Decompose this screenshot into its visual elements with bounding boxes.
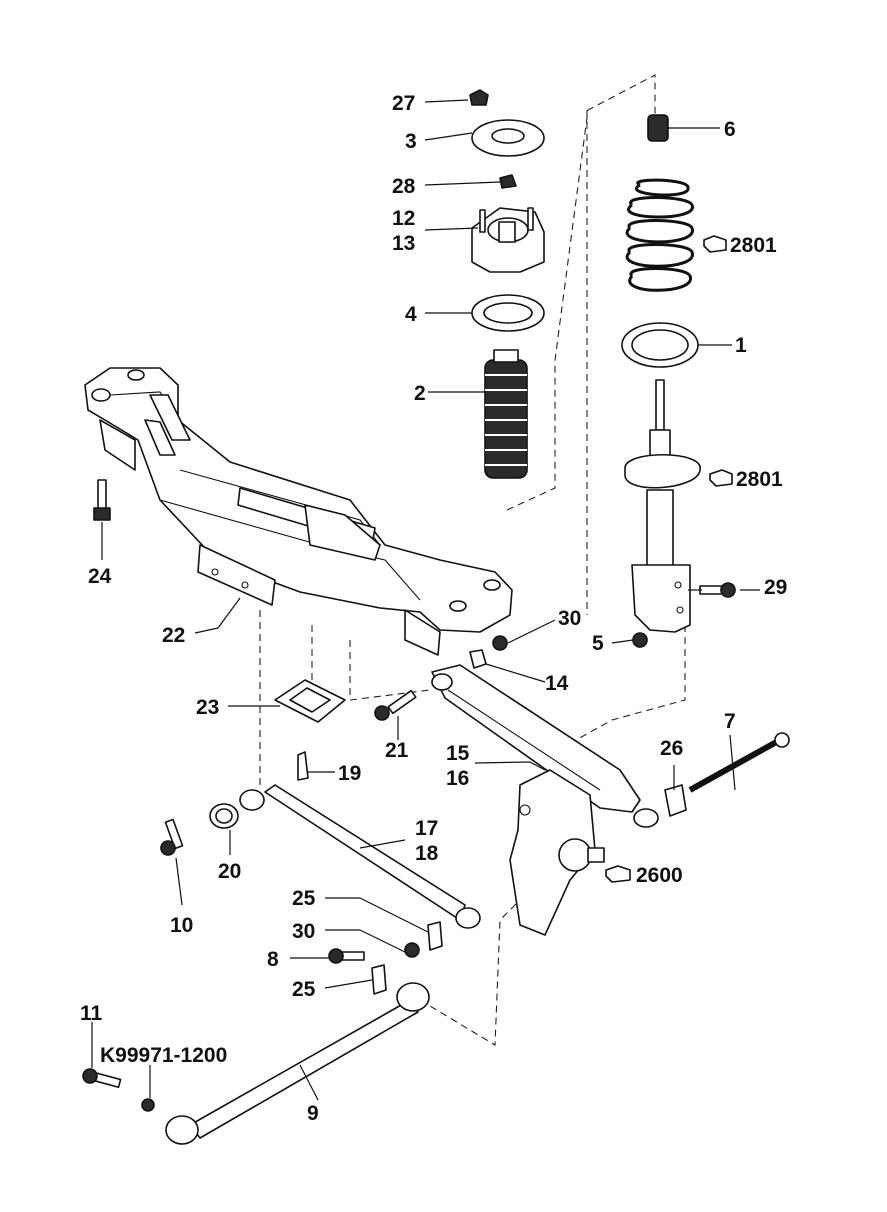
callout-30-upper: 30 <box>558 607 581 630</box>
rear-knuckle <box>509 769 605 936</box>
shock-absorber <box>624 379 701 633</box>
bracket-25-lower <box>371 964 387 995</box>
callout-2: 2 <box>414 382 426 405</box>
callout-29: 29 <box>764 576 787 599</box>
callout-5: 5 <box>592 632 604 655</box>
bushing-20 <box>209 803 239 829</box>
callout-17: 17 <box>415 817 438 840</box>
callout-2801-lower: 2801 <box>736 468 783 491</box>
callout-23: 23 <box>196 696 219 719</box>
dust-boot-2 <box>484 349 528 479</box>
callout-16: 16 <box>446 767 469 790</box>
callout-28: 28 <box>392 175 416 198</box>
callout-30-lower: 30 <box>292 920 315 943</box>
callout-25-upper: 25 <box>292 887 316 910</box>
bracket-26 <box>664 784 687 817</box>
nut-k99971 <box>141 1098 155 1112</box>
bolt-24 <box>93 479 111 521</box>
pointer-hand-icon <box>605 235 733 883</box>
bolt-11 <box>82 1068 122 1089</box>
callout-7: 7 <box>724 710 736 733</box>
callout-9: 9 <box>307 1102 319 1125</box>
coil-spring <box>625 178 694 292</box>
bolt-29 <box>699 582 736 598</box>
callout-10: 10 <box>170 914 193 937</box>
callout-2600: 2600 <box>636 864 683 887</box>
leader-lines <box>91 99 760 1101</box>
callout-18: 18 <box>415 842 439 865</box>
callout-6: 6 <box>724 118 736 141</box>
mounting-plate-23 <box>274 679 346 723</box>
cam-washer-19 <box>297 751 309 781</box>
callout-labels: 27 3 28 12 13 4 2 6 2801 1 2801 29 30 5 … <box>80 92 787 1125</box>
nut-30-lower <box>404 942 420 958</box>
washer-14 <box>469 649 487 669</box>
callout-24: 24 <box>88 565 112 588</box>
bump-stop-6 <box>647 114 669 142</box>
bracket-25-upper <box>427 921 443 951</box>
bolt-7 <box>688 732 790 793</box>
callout-20: 20 <box>218 860 241 883</box>
callout-8: 8 <box>267 948 279 971</box>
control-arm-15 <box>431 664 659 828</box>
callout-15: 15 <box>446 742 470 765</box>
callout-22: 22 <box>162 624 185 647</box>
trailing-link-9 <box>165 982 430 1145</box>
callout-2801-upper: 2801 <box>730 234 777 257</box>
lateral-link-17 <box>239 784 481 929</box>
bolt-8 <box>328 948 365 964</box>
callout-3: 3 <box>405 130 417 153</box>
callout-k99971-1200: K99971-1200 <box>100 1044 227 1067</box>
callout-1: 1 <box>735 334 747 357</box>
callout-13: 13 <box>392 232 415 255</box>
callout-27: 27 <box>392 92 415 115</box>
strut-top-assembly <box>469 89 545 332</box>
callout-4: 4 <box>405 303 417 326</box>
nut-5 <box>632 632 648 648</box>
bolt-21 <box>374 689 417 721</box>
spring-seat-1 <box>621 322 699 368</box>
nut-30-upper <box>492 635 508 651</box>
assembly-guide-lines <box>259 74 686 1046</box>
callout-12: 12 <box>392 207 415 230</box>
rear-subframe <box>84 367 513 656</box>
callout-19: 19 <box>338 762 361 785</box>
bolt-10 <box>160 818 184 856</box>
callout-14: 14 <box>545 672 569 695</box>
callout-11: 11 <box>80 1002 103 1025</box>
callout-21: 21 <box>385 739 409 762</box>
callout-25-lower: 25 <box>292 978 316 1001</box>
callout-26: 26 <box>660 737 683 760</box>
